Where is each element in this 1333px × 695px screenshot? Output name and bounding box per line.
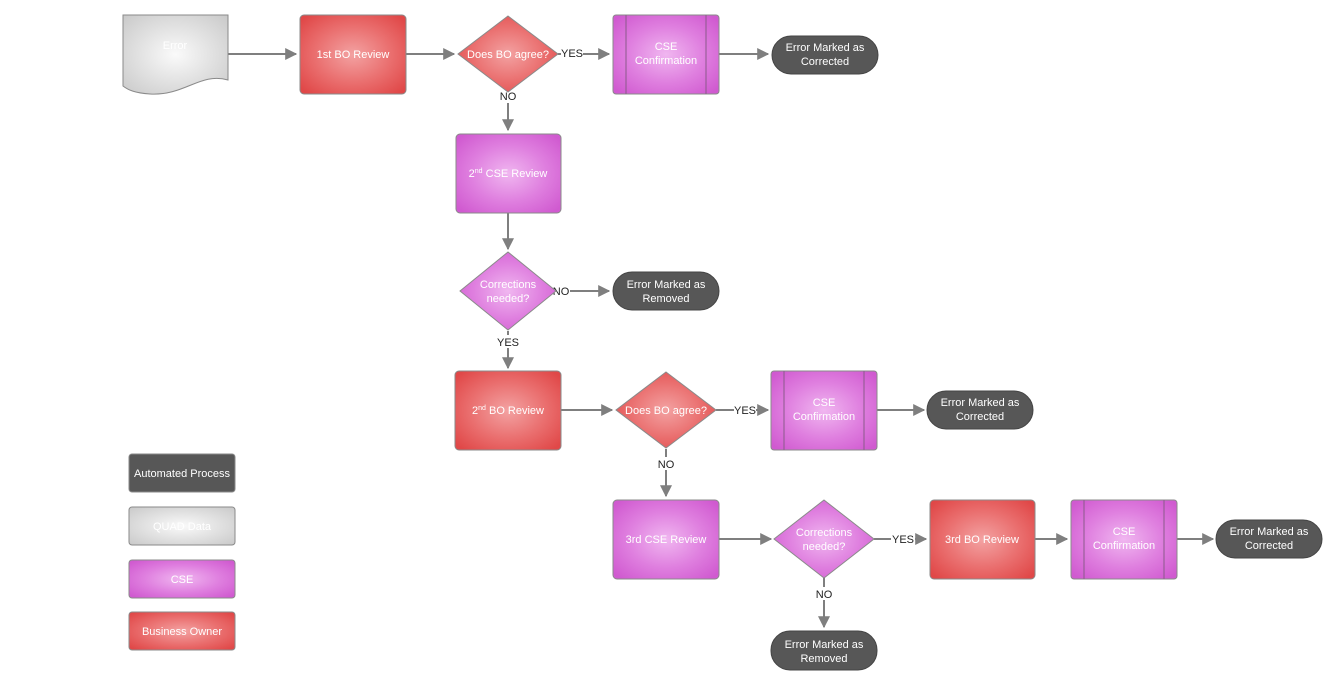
node-bo-agree-1-decision: Does BO agree? <box>457 15 559 93</box>
ordinal-number: 2 <box>469 168 475 180</box>
legend: Automated Process QUAD Data CSE Business… <box>128 453 236 651</box>
node-corrections-needed-1-decision: Corrections needed? <box>459 251 557 331</box>
node-marked-removed-1: Error Marked as Removed <box>612 271 720 311</box>
legend-label-quad-data: QUAD Data <box>153 521 212 533</box>
node-marked-corrected-1: Error Marked as Corrected <box>771 35 879 75</box>
node-marked-corrected-3: Error Marked as Corrected <box>1215 519 1323 559</box>
edge-label-yes: YES <box>561 48 583 60</box>
node-marked-removed-2-line-1: Error Marked as <box>785 639 864 651</box>
legend-label-cse: CSE <box>171 574 194 586</box>
node-bo-review-1-label: 1st BO Review <box>317 49 390 61</box>
node-cse-confirm-2-line-1: CSE <box>813 397 836 409</box>
node-cse-confirm-1-line-1: CSE <box>655 41 678 53</box>
ordinal-number: 2 <box>472 405 478 417</box>
edge-label-no: NO <box>500 91 517 103</box>
edge-labels: YES NO NO YES YES NO YES NO <box>496 47 915 601</box>
node-error-document: Error <box>122 14 229 95</box>
node-cse-review-2-label: 2nd CSE Review <box>469 168 548 180</box>
node-corrections-needed-1-line-2: needed? <box>487 293 530 305</box>
node-marked-removed-2: Error Marked as Removed <box>770 630 878 671</box>
ordinal-suffix: nd <box>478 405 486 412</box>
node-bo-review-1: 1st BO Review <box>299 14 407 95</box>
connectors <box>228 48 1215 629</box>
edge-label-yes: YES <box>892 534 914 546</box>
legend-item-business-owner: Business Owner <box>128 611 236 651</box>
node-bo-review-2-label: 2nd BO Review <box>472 405 544 417</box>
node-cse-confirm-3-line-2: Confirmation <box>1093 540 1155 552</box>
node-error-label: Error <box>163 40 188 52</box>
node-cse-review-3: 3rd CSE Review <box>612 499 720 580</box>
edge-label-no: NO <box>658 459 675 471</box>
node-marked-corrected-3-line-2: Corrected <box>1245 540 1293 552</box>
legend-item-quad-data: QUAD Data <box>128 506 236 546</box>
node-cse-confirm-3: CSE Confirmation <box>1070 499 1178 580</box>
legend-label-business-owner: Business Owner <box>142 626 222 638</box>
node-cse-review-2-text: CSE Review <box>483 168 548 180</box>
node-marked-corrected-1-line-1: Error Marked as <box>786 42 865 54</box>
node-corrections-needed-2-line-2: needed? <box>803 541 846 553</box>
node-cse-confirm-1: CSE Confirmation <box>612 14 720 95</box>
node-marked-corrected-2-line-2: Corrected <box>956 411 1004 423</box>
node-marked-corrected-1-line-2: Corrected <box>801 56 849 68</box>
legend-item-automated-process: Automated Process <box>128 453 236 493</box>
edge-label-yes: YES <box>497 337 519 349</box>
ordinal-suffix: nd <box>475 168 483 175</box>
edge-label-yes: YES <box>734 405 756 417</box>
node-bo-agree-2-decision: Does BO agree? <box>615 371 717 449</box>
node-corrections-needed-1-line-1: Corrections <box>480 279 537 291</box>
edge-label-no: NO <box>816 589 833 601</box>
node-marked-corrected-2: Error Marked as Corrected <box>926 390 1034 430</box>
node-bo-review-3: 3rd BO Review <box>929 499 1036 580</box>
node-bo-review-3-label: 3rd BO Review <box>945 534 1019 546</box>
node-cse-confirm-1-line-2: Confirmation <box>635 55 697 67</box>
legend-item-cse: CSE <box>128 559 236 599</box>
node-cse-confirm-2-line-2: Confirmation <box>793 411 855 423</box>
node-marked-corrected-3-line-1: Error Marked as <box>1230 526 1309 538</box>
node-marked-removed-1-line-1: Error Marked as <box>627 279 706 291</box>
node-bo-review-2-text: BO Review <box>486 405 544 417</box>
node-corrections-needed-2-decision: Corrections needed? <box>773 499 875 579</box>
node-cse-review-2: 2nd CSE Review <box>455 133 562 214</box>
node-marked-removed-1-line-2: Removed <box>642 293 689 305</box>
node-marked-corrected-2-line-1: Error Marked as <box>941 397 1020 409</box>
node-corrections-needed-2-line-1: Corrections <box>796 527 853 539</box>
node-bo-agree-2-label: Does BO agree? <box>625 405 707 417</box>
node-bo-review-2: 2nd BO Review <box>454 370 562 451</box>
node-marked-removed-2-line-2: Removed <box>800 653 847 665</box>
node-cse-confirm-3-line-1: CSE <box>1113 526 1136 538</box>
node-bo-agree-1-label: Does BO agree? <box>467 49 549 61</box>
legend-label-automated-process: Automated Process <box>134 468 230 480</box>
node-cse-confirm-2: CSE Confirmation <box>770 370 878 451</box>
node-cse-review-3-label: 3rd CSE Review <box>626 534 707 546</box>
edge-label-no: NO <box>553 286 570 298</box>
